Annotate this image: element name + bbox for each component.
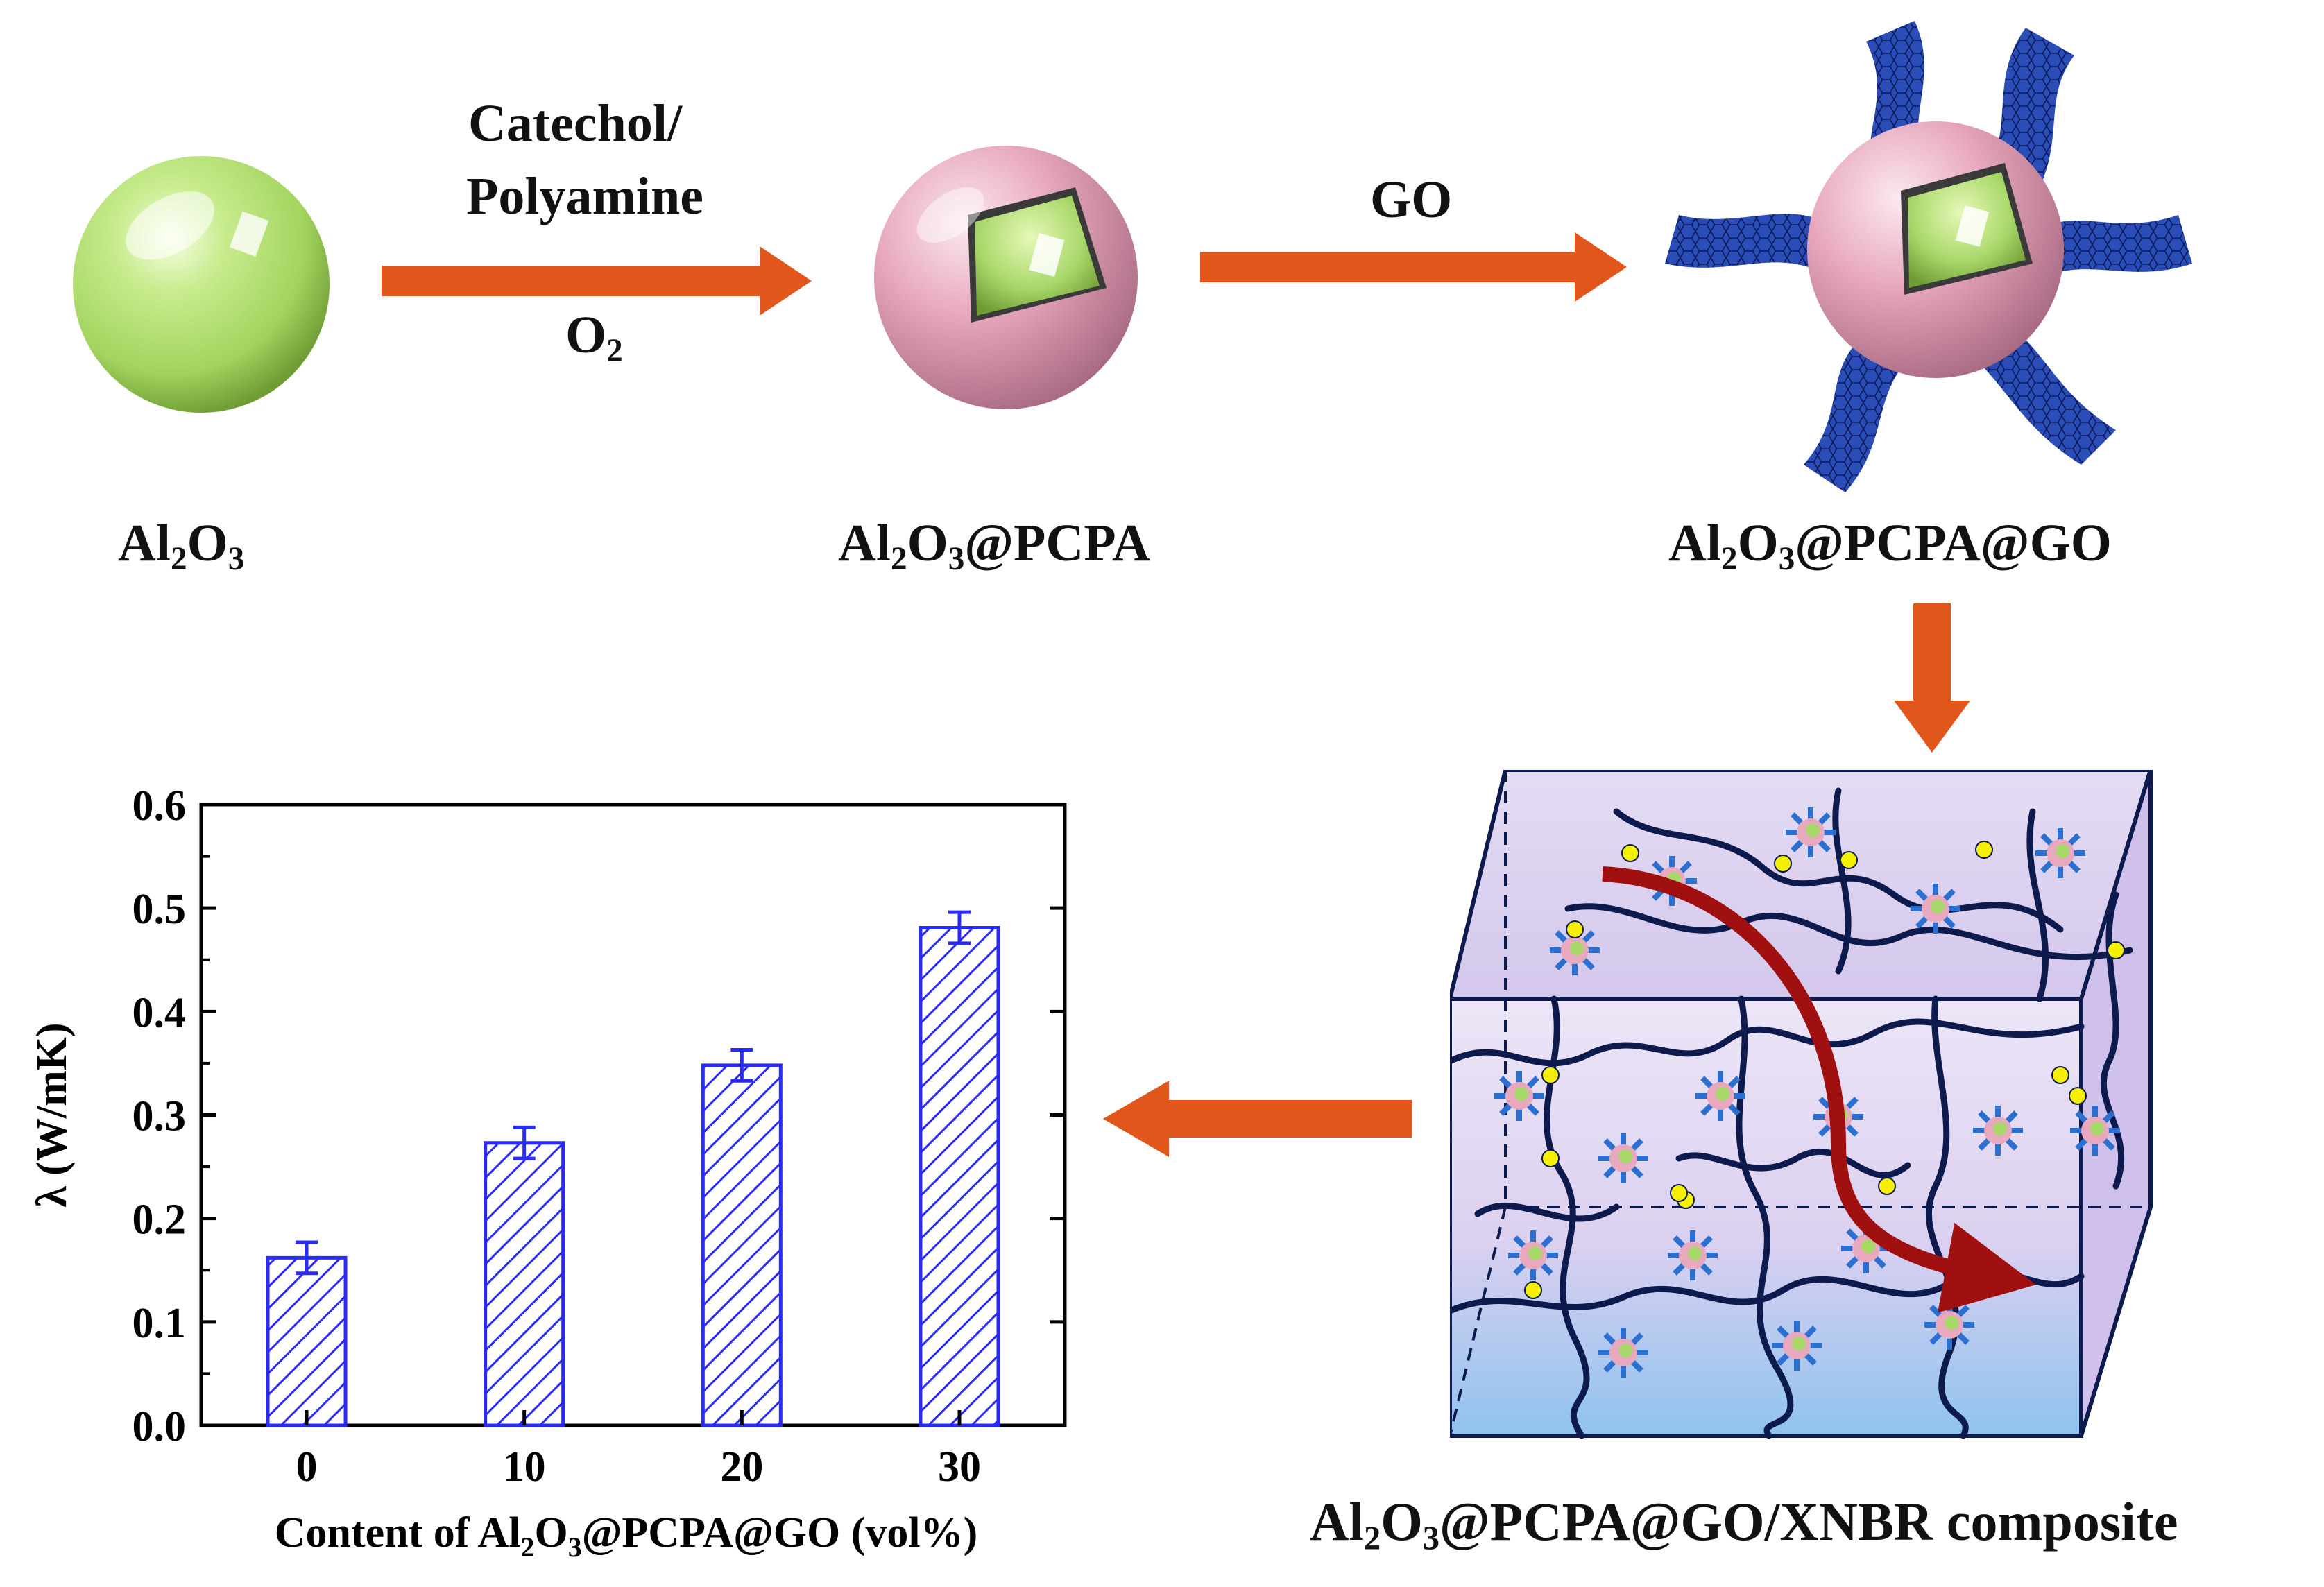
y-tick-label: 0.1	[133, 1300, 187, 1347]
y-tick-label: 0.0	[133, 1403, 187, 1450]
graphene-sheet	[1977, 329, 2116, 465]
y-tick-label: 0.4	[133, 989, 187, 1036]
heat-flow-arrow	[1602, 866, 2036, 1313]
reagent-go: GO	[1370, 171, 1453, 229]
reagent-polyamine: Polyamine	[466, 167, 703, 225]
reagent-catechol: Catechol/	[468, 94, 683, 153]
label-al2o3-pcpa: Al2O3@PCPA	[838, 514, 1150, 578]
y-tick-label: 0.2	[133, 1196, 187, 1244]
graphene-sheet	[1665, 214, 1825, 271]
y-tick-label: 0.6	[133, 782, 187, 830]
condition-oxygen: O2	[565, 306, 623, 370]
go-decorated-sphere-icon	[1665, 14, 2192, 492]
label-al2o3: Al2O3	[118, 514, 245, 578]
pcpa-shell-sphere-icon	[867, 139, 1145, 416]
x-tick-label: 20	[720, 1443, 763, 1491]
orange-right-arrow-icon	[1200, 232, 1627, 302]
orange-right-arrow-icon	[382, 246, 812, 316]
bar	[484, 1141, 565, 1427]
x-tick-label: 0	[296, 1443, 318, 1491]
bar	[919, 926, 1000, 1427]
y-axis-label: λ (W/mK)	[28, 1022, 76, 1207]
label-composite: Al2O3@PCPA@GO/XNBR composite	[1310, 1491, 2178, 1557]
composite-cube-icon	[1450, 770, 2164, 1450]
orange-left-arrow-icon	[1103, 1081, 1412, 1157]
bar	[701, 1063, 783, 1427]
al2o3-sphere-icon	[66, 149, 336, 420]
graphene-sheet	[2040, 215, 2192, 277]
graphene-sheet	[1804, 340, 1904, 492]
x-tick-label: 10	[503, 1443, 546, 1491]
label-al2o3-pcpa-go: Al2O3@PCPA@GO	[1668, 514, 2112, 578]
thermal-conductivity-chart: 0.0 0.1 0.2 0.3 0.4 0.5 0.6 0 10 20 30 λ (W/mK) Cont…	[28, 782, 1067, 1563]
y-tick-label: 0.3	[133, 1093, 187, 1140]
bar	[266, 1255, 348, 1427]
x-tick-label: 30	[938, 1443, 981, 1491]
orange-down-arrow-icon	[1894, 603, 1970, 753]
y-tick-label: 0.5	[133, 886, 187, 933]
x-axis-label: Content of Al2O3@PCPA@GO (vol%)	[275, 1509, 978, 1563]
